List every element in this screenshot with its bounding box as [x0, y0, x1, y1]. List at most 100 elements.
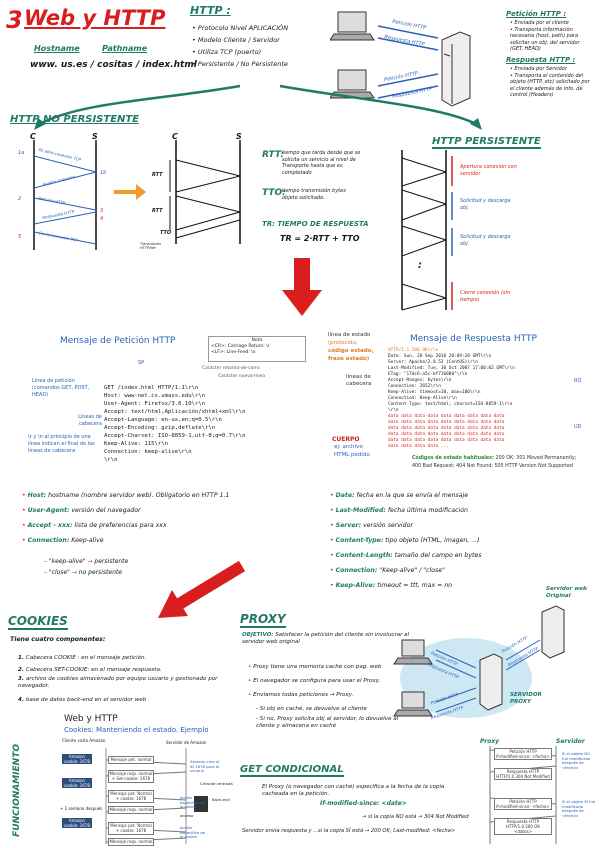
get-cond-line2b: si la copia SÍ está → 200 OK; Last-modif…	[318, 828, 456, 834]
body-label: CUERPO	[332, 436, 360, 443]
lf-label: Carácter nueva-línea	[218, 374, 266, 379]
rtt-diagram	[169, 140, 241, 244]
proxy-list: • Proxy tiene una memoria caché con pag.…	[248, 660, 408, 730]
status-codes-title: Códigos de estado habituales: 200 OK; 30…	[412, 456, 577, 461]
cookie-note: Back-end	[212, 797, 230, 802]
response-code: HTTP/1.1 200 OK\r\n Date: Sun, 26 Sep 20…	[388, 348, 515, 450]
gc-server-label: Servidor	[556, 738, 585, 745]
client-label: C	[30, 132, 36, 141]
cookies-item: 3. archivo de cookies almacenado por equ…	[18, 676, 218, 689]
respuesta-def-item: • Enviada por Servidor	[510, 66, 567, 72]
keepalive-list: – "keep-alive" → persistente – "close" →…	[44, 556, 128, 578]
step-label: 1b	[100, 170, 107, 176]
proxy-item: • El navegador se configura para usar el…	[248, 678, 381, 684]
cookie-note: acceso	[180, 813, 194, 818]
http-intro-item: • Modelo Cliente / Servidor	[192, 36, 280, 44]
http-intro-list: • Protocolo Nivel APLICACIÓN • Modelo Cl…	[192, 22, 288, 70]
cookies-intro: Tiene cuatro componentes:	[10, 636, 106, 643]
proxy-item: • Enviamos todas peticiones → Proxy.	[248, 692, 354, 698]
ro-label: RO	[574, 378, 582, 384]
cookies-item: 2. Cabecera SET-COOKIE: en el mensaje re…	[18, 667, 162, 673]
cookie-msg-box: Mensaje pet. Normal + cookie: 1678	[108, 822, 154, 835]
red-down-arrow	[282, 258, 322, 316]
cookie-msg-box: Mensaje resp. normal	[108, 838, 154, 846]
cookie-file-box: Amazon cookie: 1678	[62, 818, 92, 828]
url-example: www. us.es / cositas / index.html	[30, 60, 197, 70]
peticion-def-title: Petición HTTP :	[506, 10, 567, 18]
request-response-diagram	[330, 11, 471, 107]
response-line: Accept-Ranges: bytes\r\n	[388, 378, 452, 383]
gc-msg-box: Respuesta HTTP HTTP/1.0 304 Not Modified	[494, 768, 552, 780]
cookies-later-label: + 1 semana después	[60, 806, 103, 811]
gc-note: Si el objeto SÍ fue modificado después d…	[562, 799, 596, 818]
status-codes-list: 400 Bad Request; 404 Not Found; 505 HTTP…	[412, 464, 574, 469]
persistente-diagram	[401, 150, 453, 311]
note-title: Nota	[251, 338, 263, 343]
hostname-label: Hostname	[34, 44, 80, 53]
response-data-line: data data data data data data data data …	[388, 414, 505, 419]
response-data-line: data data data data data data data data …	[388, 438, 505, 443]
response-line: Connection: Keep-Alive\r\n	[388, 396, 457, 401]
status-line-label2: (protocolo,	[328, 340, 358, 346]
header-item: • Last-Modified: fecha última modificaci…	[330, 507, 468, 514]
step-label: 1a	[18, 150, 25, 156]
page-title: Web y HTTP	[24, 6, 166, 30]
header-item: • Keep-Alive: timeout = ttt, max = nn	[330, 582, 453, 589]
response-line: Keep-Alive: timeout=10, max=100\r\n	[388, 390, 481, 395]
request-code: GET /index.html HTTP/1.1\r\n Host: www-n…	[104, 384, 245, 464]
peticion-def-list: • Enviada por el cliente • Transporta in…	[510, 20, 594, 53]
cookies-client-label: Cliente visita Amazon	[62, 738, 106, 743]
respuesta-def-list: • Enviada por Servidor • Transporta el c…	[510, 66, 594, 99]
cookie-note: Creación entrada	[200, 781, 233, 786]
keepalive-item: – "close" → no persistente	[44, 569, 122, 576]
header-item: • Content-Length: tamaño del campo en by…	[330, 552, 482, 559]
cookies-item: 1. Cabecera COOKIE : en el mensaje petic…	[18, 655, 147, 661]
response-line: Last-Modified: Tue, 30 Oct 2007 17:00:02…	[388, 366, 515, 371]
request-line: Keep-Alive: 115\r\n	[104, 441, 168, 447]
cookie-note: acción específica de la cookie	[180, 795, 205, 809]
proxy-diagram	[393, 605, 565, 718]
server-label: S	[92, 132, 98, 141]
client-label: C	[172, 132, 178, 141]
laptop-icon	[393, 691, 433, 717]
persistente-note: Solicitud y descarga obj.	[460, 234, 511, 247]
cookie-msg-box: Mensaje resp. normal + Set-cookie: 1678	[108, 770, 154, 783]
gc-msg-box: Respuesta HTTP HTTP/1.0 200 OK <datos>	[494, 818, 552, 835]
persistente-title: HTTP PERSISTENTE	[432, 136, 541, 149]
no-persistente-title: HTTP NO PERSISTENTE	[10, 114, 140, 125]
cookies-server-label: Servidor de Amazon	[166, 740, 207, 745]
sp-label: SP	[138, 360, 145, 366]
tto-def-text: tiempo transmisión bytes objeto solicita…	[282, 188, 346, 201]
response-data-line: data data data data ...	[388, 444, 449, 449]
server-icon	[441, 31, 471, 107]
http-intro-item: • Utiliza TCP (puerto)	[192, 48, 262, 56]
response-line: Connection: 2652\r\n	[388, 384, 441, 389]
server-icon	[479, 653, 503, 711]
peticion-def-item: • Transporta información necesaria (host…	[510, 26, 580, 53]
proxy-item: - Si no, Proxy solicita obj al servidor,…	[256, 716, 399, 729]
persistente-note: Apertura conexión con servidor	[460, 164, 517, 177]
funcionamiento-label: FUNCIONAMIENTO	[12, 744, 22, 837]
keepalive-item: – "keep-alive" → persistente	[44, 558, 129, 565]
request-line: Accept-Encoding: gzip,deflate\r\n	[104, 425, 216, 431]
header-item: • Connection: "Keep-alive" / "close"	[330, 567, 445, 574]
get-cond-title: GET CONDICIONAL	[240, 764, 344, 777]
header-item: • Date: fecha en la que se envía el mens…	[330, 492, 469, 499]
get-cond-header: If-modified-since: <date>	[320, 800, 407, 807]
request-headers-list: • Host: hostname (nombre servidor web). …	[22, 488, 229, 548]
tr-def-label: TR: TIEMPO DE RESPUESTA	[262, 220, 369, 228]
cookies-panel-subtitle: Cookies: Manteniendo el estado. Ejemplo	[64, 726, 209, 734]
tr-formula: TR = 2·RTT + TTO	[280, 234, 360, 243]
response-title: Mensaje de Respuesta HTTP	[410, 334, 537, 344]
response-data-line: data data data data data data data data …	[388, 426, 505, 431]
get-cond-text: El Proxy (o navegador con caché) especif…	[262, 784, 445, 797]
http-title: HTTP :	[190, 4, 231, 17]
server-icon	[541, 605, 565, 659]
response-line: Date: Sun, 26 Sep 2010 20:09:20 GMT\r\n	[388, 354, 492, 359]
header-item: • Content-Type: tipo objeto (HTML, image…	[330, 537, 480, 544]
request-line: Accept-Language: en-us,en;q=0.5\r\n	[104, 417, 222, 423]
persistente-note: Cierre conexión (sin tiempo)	[460, 290, 511, 303]
gc-note: Si el objeto NO fue modificado después d…	[562, 751, 591, 770]
end-of-headers-label: \r y \n al principio de una línea indica…	[28, 434, 95, 454]
rtt-label: RTT	[152, 208, 163, 214]
